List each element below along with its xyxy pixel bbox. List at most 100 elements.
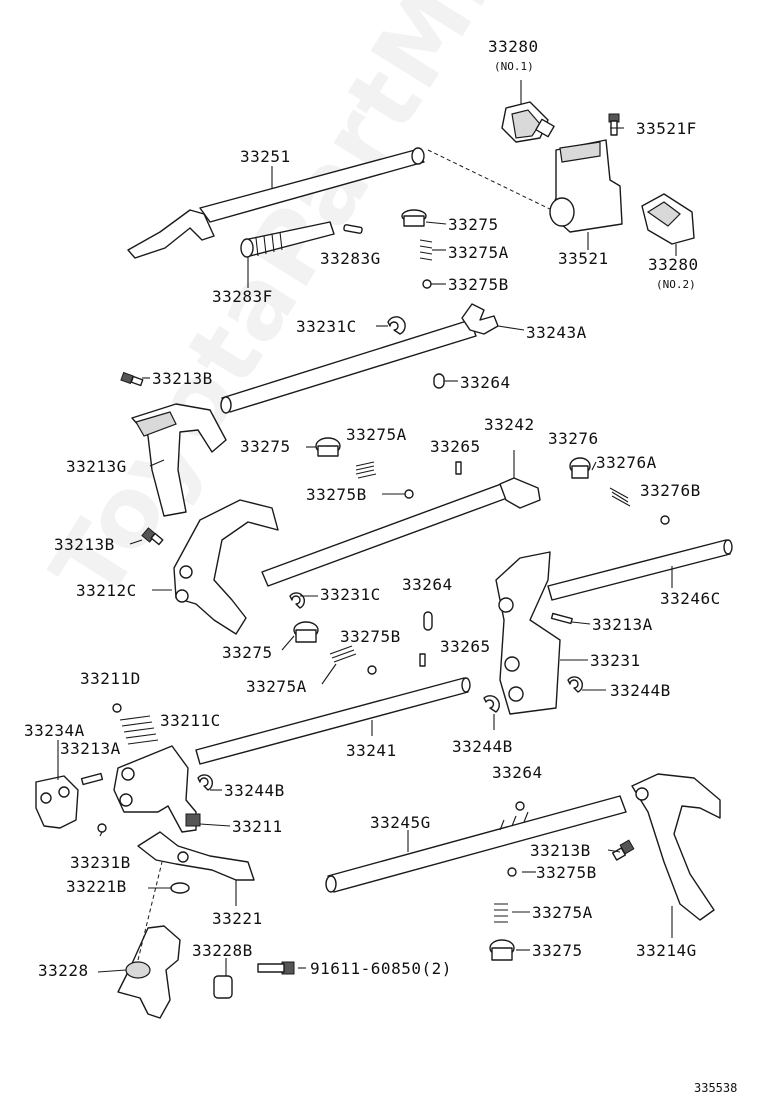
label-33211[interactable]: 33211 xyxy=(232,817,283,836)
label-33276B[interactable]: 33276B xyxy=(640,481,701,500)
label-33283G[interactable]: 33283G xyxy=(320,249,381,268)
label-33276[interactable]: 33276 xyxy=(548,429,599,448)
snap-ring-33244B-mid[interactable] xyxy=(483,695,500,713)
shift-lever-33211[interactable] xyxy=(113,745,201,833)
bolt-91611-60850[interactable] xyxy=(257,961,295,975)
label-33275A-low[interactable]: 33275A xyxy=(246,677,307,696)
label-33244B-left[interactable]: 33244B xyxy=(224,781,285,800)
plug-33275-low[interactable] xyxy=(293,621,319,643)
label-33211C[interactable]: 33211C xyxy=(160,711,221,730)
label-33275-top[interactable]: 33275 xyxy=(448,215,499,234)
ball-33211D[interactable] xyxy=(112,703,122,713)
label-33228[interactable]: 33228 xyxy=(38,961,89,980)
label-33221[interactable]: 33221 xyxy=(212,909,263,928)
ball-33276B[interactable] xyxy=(660,515,670,525)
shaft-33243A[interactable] xyxy=(220,303,525,414)
label-33213A-right[interactable]: 33213A xyxy=(592,615,653,634)
shaft-33246C[interactable] xyxy=(547,539,733,601)
bushing-33228B[interactable] xyxy=(213,975,233,999)
label-33228B[interactable]: 33228B xyxy=(192,941,253,960)
snap-ring-33231C-mid[interactable] xyxy=(289,592,306,609)
label-33213B-bot[interactable]: 33213B xyxy=(530,841,591,860)
plug-33275-bot[interactable] xyxy=(489,939,515,961)
housing-33521[interactable] xyxy=(549,139,623,250)
label-33213A-left[interactable]: 33213A xyxy=(60,739,121,758)
pin-33264-mid[interactable] xyxy=(423,611,433,631)
ball-33231B[interactable] xyxy=(97,823,107,833)
label-33245G[interactable]: 33245G xyxy=(370,813,431,832)
pin-33264-top[interactable] xyxy=(433,373,445,389)
label-33231[interactable]: 33231 xyxy=(590,651,641,670)
label-91611-60850[interactable]: 91611-60850(2) xyxy=(310,959,452,978)
label-33243A[interactable]: 33243A xyxy=(526,323,587,342)
label-33214G[interactable]: 33214G xyxy=(636,941,697,960)
plug-33276[interactable] xyxy=(569,457,591,479)
pin-33265-mid[interactable] xyxy=(455,461,462,475)
pin-33283G[interactable] xyxy=(343,224,363,234)
label-33251[interactable]: 33251 xyxy=(240,147,291,166)
shift-rod-33251[interactable] xyxy=(127,147,425,259)
spring-33275A-bot[interactable] xyxy=(494,903,508,923)
label-33241[interactable]: 33241 xyxy=(346,741,397,760)
label-33521F[interactable]: 33521F xyxy=(636,119,697,138)
shaft-33241[interactable] xyxy=(195,677,471,765)
clip-33221B[interactable] xyxy=(170,882,190,894)
ball-33275B-bot[interactable] xyxy=(507,867,517,877)
label-33212C[interactable]: 33212C xyxy=(76,581,137,600)
label-33231C-mid[interactable]: 33231C xyxy=(320,585,381,604)
shift-fork-33212C[interactable] xyxy=(173,499,279,635)
lever-33221[interactable] xyxy=(137,831,255,881)
label-33275A-mid[interactable]: 33275A xyxy=(346,425,407,444)
label-33264-bot[interactable]: 33264 xyxy=(492,763,543,782)
label-33275B-mid[interactable]: 33275B xyxy=(306,485,367,504)
shift-fork-33214G[interactable] xyxy=(631,773,721,938)
ball-33275B-mid[interactable] xyxy=(404,489,414,499)
label-33244B-right[interactable]: 33244B xyxy=(610,681,671,700)
label-33264-mid[interactable]: 33264 xyxy=(402,575,453,594)
snap-ring-33231C-top[interactable] xyxy=(387,316,406,335)
label-33211D[interactable]: 33211D xyxy=(80,669,141,688)
label-33275-low[interactable]: 33275 xyxy=(222,643,273,662)
spring-33275A-mid[interactable] xyxy=(355,461,377,479)
label-33231B[interactable]: 33231B xyxy=(70,853,131,872)
label-33275A-top[interactable]: 33275A xyxy=(448,243,509,262)
label-33521[interactable]: 33521 xyxy=(558,249,609,268)
label-33242[interactable]: 33242 xyxy=(484,415,535,434)
spring-33275A-top[interactable] xyxy=(419,239,433,261)
switch-33280-no2[interactable] xyxy=(641,193,695,256)
label-33213B-top[interactable]: 33213B xyxy=(152,369,213,388)
ball-33275B-top[interactable] xyxy=(422,279,432,289)
pin-33264-bot[interactable] xyxy=(515,801,525,811)
label-33221B[interactable]: 33221B xyxy=(66,877,127,896)
bracket-33234A[interactable] xyxy=(35,775,79,829)
spring-33211C[interactable] xyxy=(119,715,159,745)
snap-ring-33244B-right[interactable] xyxy=(567,676,584,693)
pin-33213A-left[interactable] xyxy=(80,772,104,786)
label-33213B-mid[interactable]: 33213B xyxy=(54,535,115,554)
label-33275B-top[interactable]: 33275B xyxy=(448,275,509,294)
label-33213G[interactable]: 33213G xyxy=(66,457,127,476)
label-33246C[interactable]: 33246C xyxy=(660,589,721,608)
pin-33265-low[interactable] xyxy=(419,653,426,667)
pin-33213A-right[interactable] xyxy=(550,612,573,625)
bolt-33521F[interactable] xyxy=(608,113,620,136)
shaft-33245G[interactable] xyxy=(325,795,627,893)
shaft-33242[interactable] xyxy=(261,450,541,587)
shift-fork-33213G[interactable] xyxy=(131,403,227,517)
label-33280-no1[interactable]: 33280 xyxy=(488,37,539,56)
lever-33228[interactable] xyxy=(117,861,181,1019)
label-33244B-mid[interactable]: 33244B xyxy=(452,737,513,756)
label-33280-no2[interactable]: 33280 xyxy=(648,255,699,274)
label-33275B-bot[interactable]: 33275B xyxy=(536,863,597,882)
label-33275-mid[interactable]: 33275 xyxy=(240,437,291,456)
label-33276A[interactable]: 33276A xyxy=(596,453,657,472)
shaft-33283F[interactable] xyxy=(240,221,335,288)
label-33264-top[interactable]: 33264 xyxy=(460,373,511,392)
spring-33275A-low[interactable] xyxy=(329,645,357,663)
shift-head-33231[interactable] xyxy=(495,551,561,715)
bolt-33213B-top[interactable] xyxy=(120,371,144,387)
label-33231C-top[interactable]: 33231C xyxy=(296,317,357,336)
label-33275-bot[interactable]: 33275 xyxy=(532,941,583,960)
plug-33275-top[interactable] xyxy=(401,209,427,227)
label-33275B-low[interactable]: 33275B xyxy=(340,627,401,646)
